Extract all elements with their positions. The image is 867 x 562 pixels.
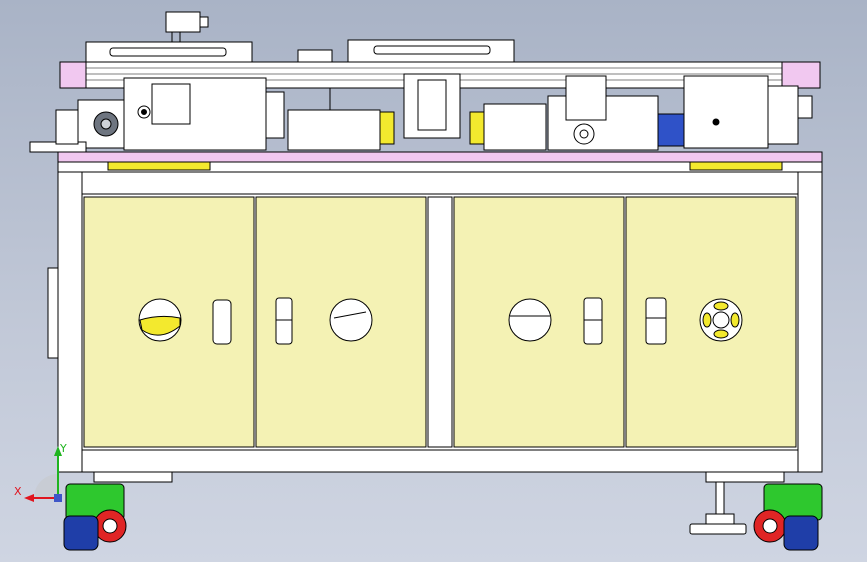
mid-carriage <box>287 109 381 151</box>
left-slide-slot <box>109 47 227 57</box>
door-1-ports <box>138 298 232 345</box>
axis-y-label: Y <box>59 442 67 455</box>
axis-x-label: X <box>14 485 22 498</box>
coordinate-triad: Y X <box>14 442 67 502</box>
rail-end-left <box>59 61 87 89</box>
right-slide-slot <box>373 45 491 55</box>
rail-end-right <box>781 61 821 89</box>
connector <box>275 297 293 345</box>
yellow-cylinder-right <box>469 111 485 145</box>
caster-wheel <box>783 515 819 551</box>
door-2-ports <box>275 297 373 345</box>
caster-wheel <box>63 515 99 551</box>
top-assembly <box>29 11 821 153</box>
right-blue-motor <box>657 113 687 147</box>
center-post <box>427 196 453 448</box>
leveling-foot <box>689 481 747 535</box>
top-motor <box>165 11 201 33</box>
caster-right <box>753 483 823 551</box>
left-side-box <box>47 267 59 359</box>
top-rail <box>57 151 823 163</box>
right-motor-block <box>683 75 769 149</box>
caster-left <box>63 483 127 551</box>
yellow-strip-right <box>689 161 783 171</box>
connector <box>583 297 603 345</box>
round-port <box>329 298 373 342</box>
round-port <box>508 298 552 342</box>
yellow-strip-left <box>107 161 211 171</box>
yellow-cylinder-left <box>379 111 395 145</box>
door-4-ports <box>645 297 743 345</box>
oval-slot <box>212 299 232 345</box>
connector <box>645 297 667 345</box>
door-3-ports <box>508 297 603 345</box>
top-motor-cap <box>199 16 209 28</box>
